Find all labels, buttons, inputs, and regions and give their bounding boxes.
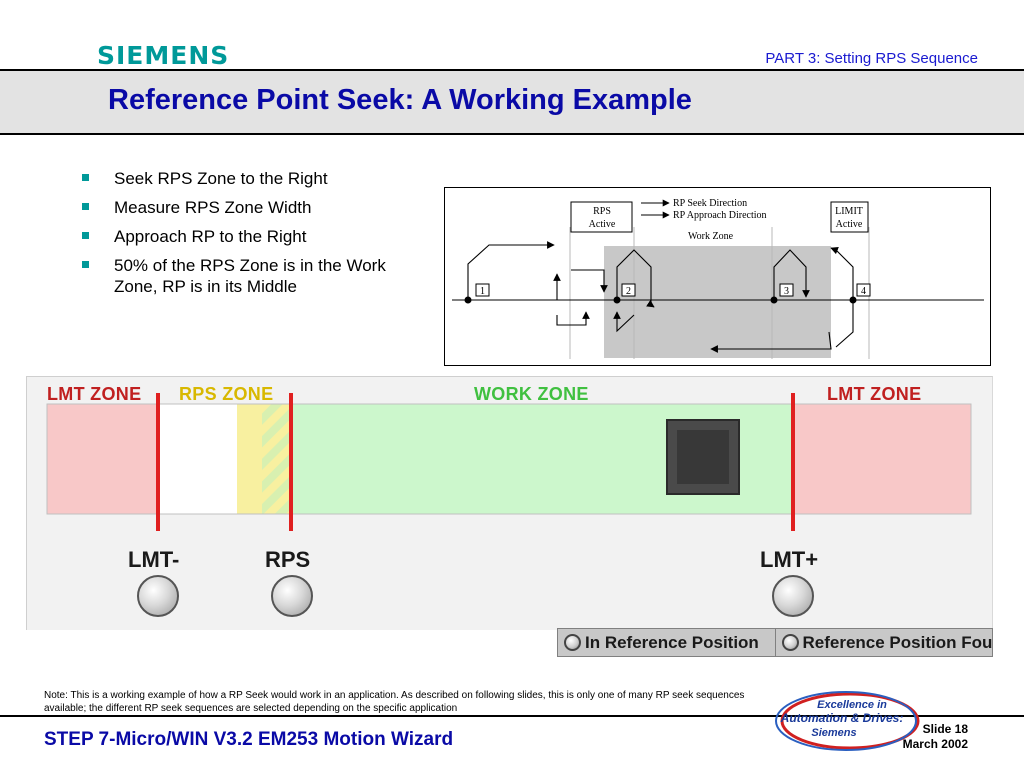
in-reference-status[interactable]: In Reference Position — [558, 629, 776, 656]
bullet-list: Seek RPS Zone to the Right Measure RPS Z… — [80, 168, 410, 305]
rps-active-label: Active — [589, 219, 616, 230]
slide-info: Slide 18 March 2002 — [903, 722, 968, 752]
rps-active-box — [570, 201, 633, 233]
marker-label: 3 — [784, 286, 789, 297]
footnote: Note: This is a working example of how a… — [44, 690, 745, 714]
status-bar: In Reference Position Reference Position… — [557, 628, 993, 657]
marker-box — [621, 283, 636, 297]
limit-active-label: Active — [836, 219, 863, 230]
marker-box — [779, 283, 794, 297]
status-indicator-icon — [781, 634, 799, 651]
zone-simulation-panel: LMT ZONE RPS ZONE WORK ZONE LMT ZONE LMT… — [26, 376, 993, 630]
seek-path — [467, 241, 854, 353]
work-zone-label: WORK ZONE — [474, 384, 589, 404]
rps-active-label: RPS — [593, 206, 611, 217]
rps-switch-label: RPS — [265, 547, 311, 572]
title-band — [0, 69, 1024, 135]
limit-active-box — [830, 201, 869, 233]
sensor-points — [464, 296, 857, 304]
slide-date: March 2002 — [902, 737, 968, 751]
bullet-item: 50% of the RPS Zone is in the Work Zone,… — [80, 255, 410, 297]
rps-indicator[interactable] — [271, 575, 313, 617]
rps-zone-overlap — [262, 404, 292, 514]
reference-found-status[interactable]: Reference Position Found — [776, 629, 993, 656]
work-zone-shade — [604, 246, 831, 358]
footer-divider — [0, 715, 1024, 717]
badge-text: Siemens — [811, 727, 856, 739]
siemens-logo: SIEMENS — [97, 41, 230, 70]
marker-box — [475, 283, 490, 297]
seek-sequence-diagram: RPS Active LIMIT Active RP Seek Directio… — [444, 187, 991, 366]
approach-direction-label: RP Approach Direction — [673, 210, 767, 221]
seek-direction-label: RP Seek Direction — [673, 198, 747, 209]
carriage-block-inner — [677, 430, 729, 484]
lmt-plus-indicator[interactable] — [772, 575, 814, 617]
lmt-zone-right-label: LMT ZONE — [827, 384, 922, 404]
marker-label: 1 — [480, 286, 485, 297]
bullet-item: Measure RPS Zone Width — [80, 197, 410, 218]
reference-found-label: Reference Position Found — [802, 632, 993, 652]
section-label: PART 3: Setting RPS Sequence — [765, 50, 978, 67]
bullet-item: Seek RPS Zone to the Right — [80, 168, 410, 189]
excellence-badge-logo: Excellence in Automation & Drives: Sieme… — [775, 691, 920, 751]
marker-label: 2 — [626, 286, 631, 297]
rps-zone-label: RPS ZONE — [179, 384, 274, 404]
bullet-item: Approach RP to the Right — [80, 226, 410, 247]
slide-number: Slide 18 — [922, 722, 968, 736]
lmt-zone-right — [794, 404, 971, 514]
badge-text: Automation & Drives: — [780, 711, 904, 725]
marker-box — [856, 283, 871, 297]
marker-label: 4 — [861, 286, 866, 297]
lmt-minus-label: LMT- — [128, 547, 180, 572]
gap-zone — [157, 404, 237, 514]
zone-track — [46, 393, 972, 531]
footer-title: STEP 7-Micro/WIN V3.2 EM253 Motion Wizar… — [44, 729, 454, 750]
badge-text: Excellence in — [817, 699, 887, 711]
slide-title: Reference Point Seek: A Working Example — [108, 84, 692, 116]
lmt-zone-left-label: LMT ZONE — [47, 384, 142, 404]
work-zone-label: Work Zone — [688, 231, 734, 242]
rps-zone-solid — [237, 404, 262, 514]
lmt-plus-label: LMT+ — [760, 547, 819, 572]
status-indicator-icon — [564, 634, 581, 651]
limit-active-label: LIMIT — [835, 206, 863, 217]
in-reference-label: In Reference Position — [585, 632, 759, 652]
track-border — [46, 403, 972, 515]
lmt-zone-left — [47, 404, 157, 514]
lmt-minus-indicator[interactable] — [137, 575, 179, 617]
